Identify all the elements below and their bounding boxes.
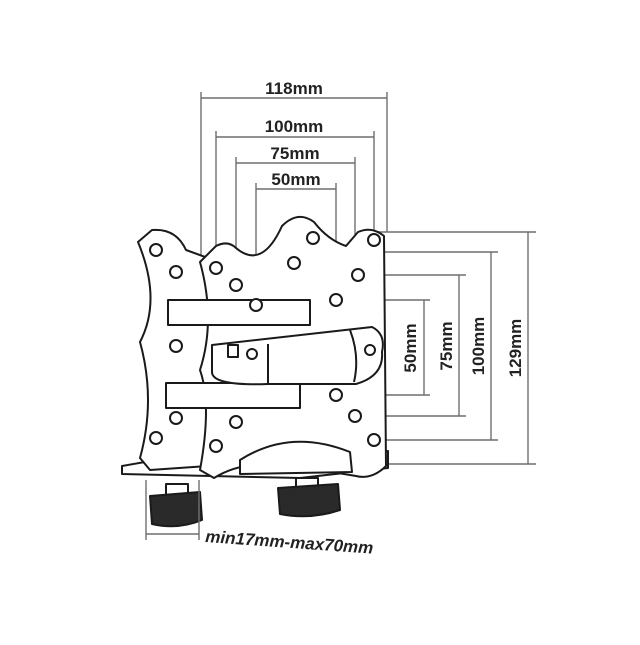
clamp-bolt-hole <box>364 344 376 356</box>
mounting-hole <box>348 409 362 423</box>
label-118mm: 118mm <box>265 79 323 98</box>
mounting-hole <box>367 433 381 447</box>
mounting-hole <box>149 431 163 445</box>
clamp-bar-fold <box>349 329 358 383</box>
mounting-hole <box>229 278 243 292</box>
side-dimension-lines <box>336 231 536 465</box>
mounting-hole <box>329 388 343 402</box>
mounting-hole <box>351 268 365 282</box>
mounting-hole <box>169 339 183 353</box>
mounting-hole <box>169 411 183 425</box>
mounting-holes <box>149 231 381 453</box>
mounting-hole <box>149 243 163 257</box>
mounting-hole <box>329 293 343 307</box>
clamp-screw <box>227 344 239 358</box>
upper-rail <box>167 299 311 326</box>
label-clamp-range: min17mm-max70mm <box>205 527 374 558</box>
clamp-range-dimension <box>145 480 200 540</box>
clamp-feet <box>149 477 341 528</box>
mounting-hole <box>209 439 223 453</box>
arched-brace <box>239 440 353 475</box>
mounting-hole <box>229 415 243 429</box>
label-75mm: 75mm <box>270 144 319 163</box>
mounting-hole <box>169 265 183 279</box>
lower-rail <box>165 382 301 409</box>
top-dimension-lines <box>200 92 388 305</box>
clamp-bolt-hole <box>246 348 258 360</box>
label-vertical-100mm: 100mm <box>469 317 488 376</box>
label-50mm: 50mm <box>271 170 320 189</box>
mounting-hole <box>209 261 223 275</box>
mounting-hole <box>287 256 301 270</box>
label-vertical-75mm: 75mm <box>437 321 456 370</box>
right-clamp-knob <box>277 483 341 518</box>
mounting-hole <box>249 298 263 312</box>
mounting-hole <box>306 231 320 245</box>
label-100mm: 100mm <box>265 117 324 136</box>
clamp-bar <box>211 326 384 386</box>
label-vertical-129mm: 129mm <box>506 319 525 378</box>
bracket-body <box>121 215 389 479</box>
left-clamp-knob <box>149 491 203 528</box>
label-vertical-50mm: 50mm <box>401 323 420 372</box>
mounting-hole <box>367 233 381 247</box>
